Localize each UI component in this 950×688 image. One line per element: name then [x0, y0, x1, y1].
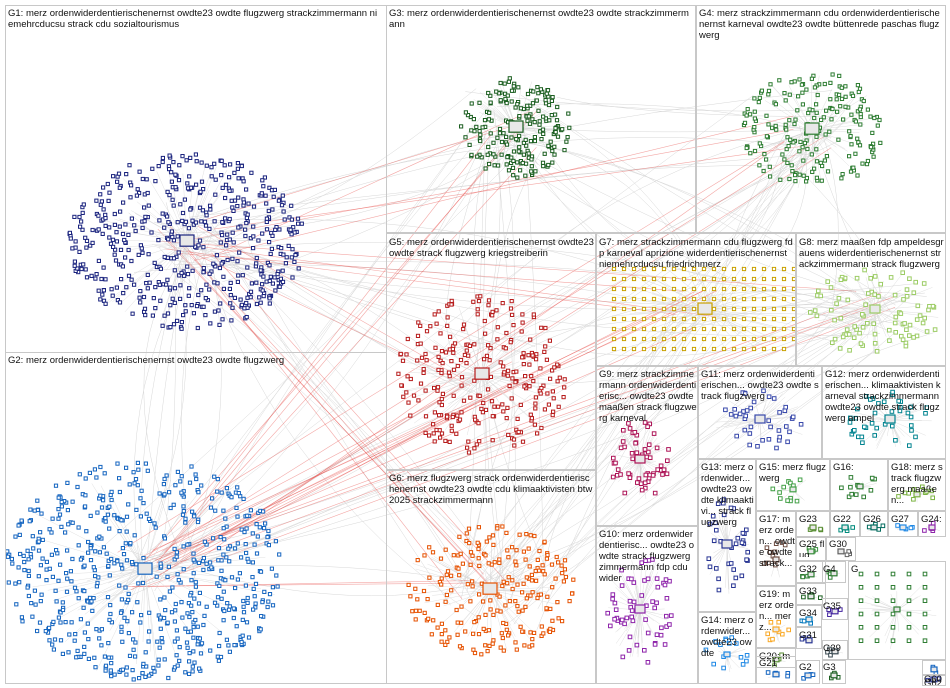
- group-label-g30: G30: [829, 539, 857, 550]
- group-label-g33: G33: [799, 586, 827, 597]
- group-panel-gx: [848, 561, 946, 660]
- group-label-g27: G27: [891, 514, 919, 525]
- group-label-g8: G8: merz maaßen fdp ampeldesgrauens wide…: [799, 237, 944, 270]
- group-panel-g3: [386, 5, 696, 233]
- group-label-g2b: G2: [799, 662, 821, 673]
- group-panel-g5: [386, 233, 596, 470]
- group-label-g60: G60: [924, 674, 946, 684]
- group-panel-g2: [5, 352, 387, 684]
- group-label-g6: G6: merz flugzwerg strack ordenwiderdent…: [389, 473, 594, 506]
- group-label-g12: G12: merz ordenwiderdentierischen... kli…: [825, 369, 943, 424]
- group-label-g34: G34: [799, 608, 823, 619]
- group-label-g39: G39: [823, 643, 847, 654]
- group-label-g5: G5: merz ordenwiderdentierischenernst ow…: [389, 237, 594, 259]
- group-label-g35: G35: [823, 601, 847, 612]
- group-label-g3b: G3: [823, 662, 845, 673]
- group-label-g31: G31: [799, 630, 823, 641]
- group-panel-g1: [5, 5, 387, 353]
- group-label-g19: G19: merz orden... merz...: [759, 589, 795, 633]
- group-label-g4: G4: merz strackzimmermann cdu ordenwider…: [699, 8, 943, 41]
- group-label-g13: G13: merz ordenwider... owdte23 owdte kl…: [701, 462, 755, 528]
- group-label-g25: G25 flug...: [799, 539, 827, 557]
- group-label-g24: G24:: [921, 514, 949, 525]
- group-label-g26: G26: [863, 514, 891, 525]
- group-label-g17: G17: merz orden... owdte owdte strack...: [759, 514, 795, 569]
- group-label-g15: G15: merz flugzwerg: [759, 462, 829, 484]
- group-label-g22: G22: [833, 514, 861, 525]
- group-label-g7: G7: merz strackzimmermann cdu flugzwerg …: [599, 237, 794, 270]
- group-label-g2: G2: merz ordenwiderdentierischenernst ow…: [8, 355, 378, 366]
- group-label-g14: G14: merz ordenwider... owdte23 owdte: [701, 615, 755, 659]
- group-label-g4b: G4: [823, 564, 845, 575]
- group-label-g23: G23: [799, 514, 827, 525]
- group-label-g21: G21: [759, 658, 795, 669]
- group-label-gx: G: [851, 564, 946, 575]
- group-label-g18: G18: merz strack flugzwerg maaßen...: [891, 462, 945, 506]
- group-label-g1: G1: merz ordenwiderdentierischenernst ow…: [8, 8, 378, 30]
- group-label-g16: G16:: [833, 462, 887, 473]
- group-label-g11: G11: merz ordenwiderdentierischen... owd…: [701, 369, 819, 402]
- group-label-g10: G10: merz ordenwiderdentierisc... owdte2…: [599, 529, 697, 584]
- group-label-g9: G9: merz strackzimmermann ordenwiderdent…: [599, 369, 697, 424]
- group-label-g3: G3: merz ordenwiderdentierischenernst ow…: [389, 8, 689, 30]
